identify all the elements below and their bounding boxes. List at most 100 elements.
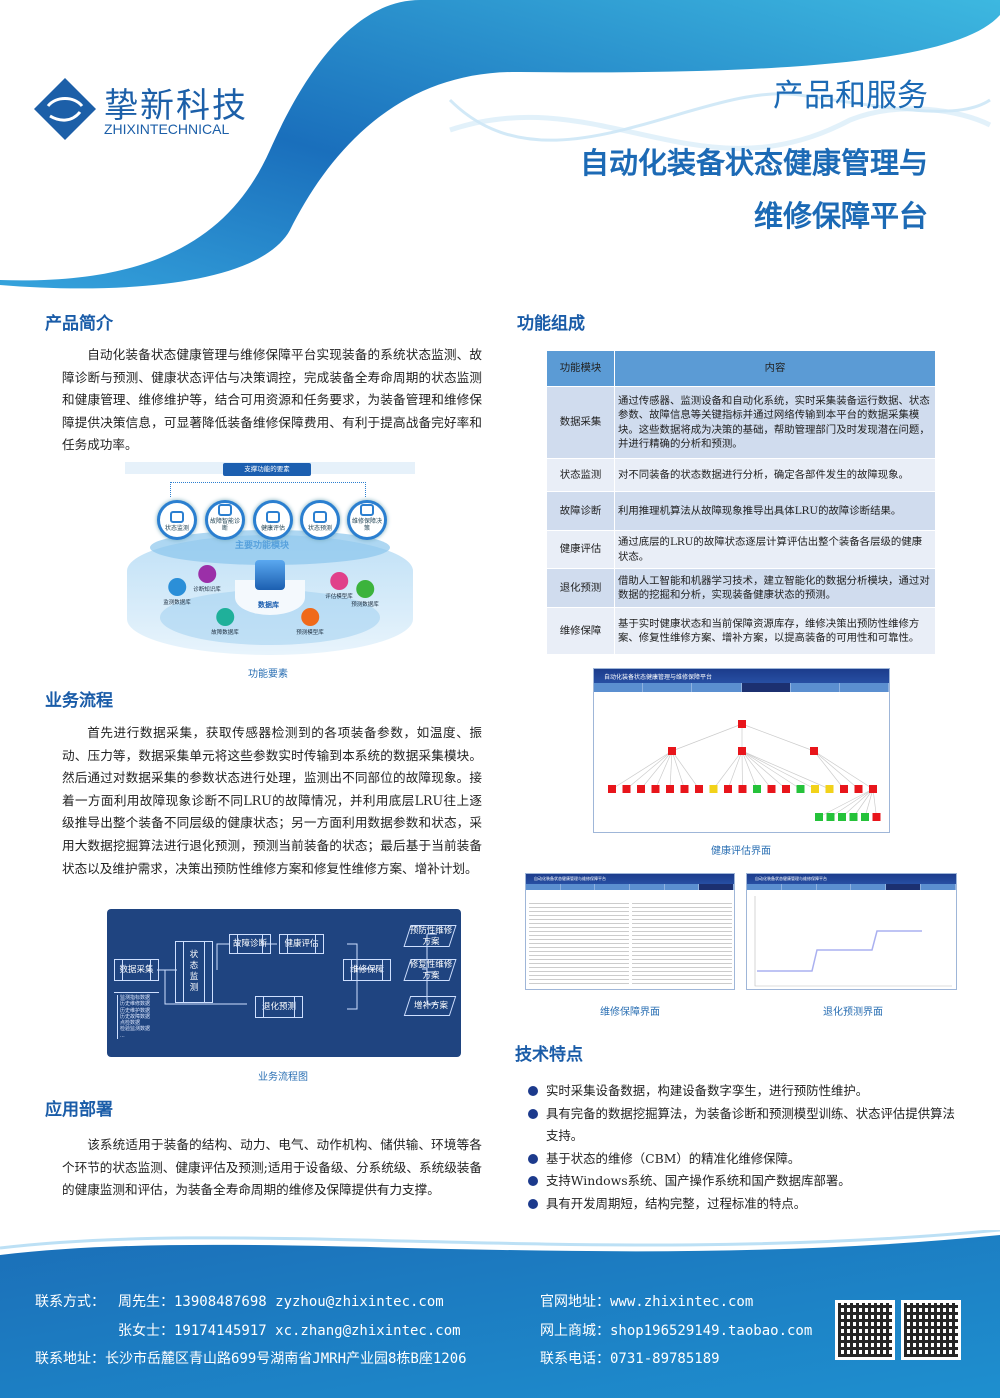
database-item: 评估模型库 (325, 572, 353, 600)
database-icon (355, 580, 374, 598)
database-center-label: 数据库 (258, 601, 279, 609)
database-icon (329, 572, 348, 590)
tech-item: 实时采集设备数据，构建设备数字孪生，进行预防性维护。 (528, 1080, 960, 1103)
module-icon (360, 504, 374, 516)
database-label: 监测数据库 (163, 600, 191, 606)
tree-edge (741, 750, 816, 790)
tree-node-red[interactable] (840, 785, 848, 793)
cell-content: 基于实时健康状态和当前保障资源库存，维修决策出预防性维修方案、修复性维修方案、增… (614, 607, 936, 655)
tree-node-yellow[interactable] (825, 785, 834, 793)
source-item: 历史维护数据 (120, 1007, 151, 1014)
health-assessment-screenshot: 自动化装备状态健康管理与维修保障平台 (593, 668, 890, 833)
database-item: 预测模型库 (296, 608, 324, 636)
source-item: 检验监测数据 (120, 1026, 151, 1033)
tree-node-red[interactable] (854, 785, 863, 793)
tree-node-green[interactable] (861, 813, 869, 821)
tech-list: 实时采集设备数据，构建设备数字孪生，进行预防性维护。 具有完备的数据挖掘算法，为… (528, 1080, 960, 1216)
flow-collect: 数据采集 (114, 959, 159, 981)
tree-node-red[interactable] (869, 785, 877, 793)
flow-assess: 健康评估 (279, 934, 324, 954)
tree-edge (671, 750, 700, 790)
cell-module: 维修保障 (546, 607, 615, 655)
module-label: 健康评估 (260, 525, 285, 532)
source-item: 点检数据 (120, 1020, 141, 1027)
tree-node-red[interactable] (738, 747, 746, 755)
feature-diagram-caption: 功能要素 (248, 669, 288, 680)
maintenance-screenshot: 自动化装备状态健康管理与维修保障平台 (525, 873, 735, 990)
tree-edge (741, 750, 743, 790)
tree-node-green[interactable] (815, 813, 823, 821)
tree-node-red[interactable] (651, 785, 660, 793)
tree-node-red[interactable] (738, 720, 746, 728)
footer-background (0, 1230, 1000, 1398)
address: 联系地址：长沙市岳麓区青山路699号湖南省JMRH产业园8栋B座1206 (35, 1351, 467, 1367)
table-row: 数据采集通过传感器、监测设备和自动化系统，实时采集装备运行数据、状态参数、故障信… (546, 386, 936, 459)
tree-node-red[interactable] (695, 785, 703, 793)
tree-node-red[interactable] (608, 785, 616, 793)
database-label: 预测数据库 (351, 602, 379, 608)
shop-link[interactable]: 网上商城：shop196529149.taobao.com (540, 1323, 813, 1339)
module-icon (170, 511, 184, 523)
degradation-screenshot: 自动化装备状态健康管理与维修保障平台 (746, 873, 957, 990)
contact-zhou: 周先生：13908487698 zyzhou@zhixintec.com (118, 1294, 444, 1310)
tree-node-red[interactable] (767, 785, 776, 793)
tree-node-red[interactable] (872, 813, 881, 821)
table-row: 维修保障基于实时健康状态和当前保障资源库存，维修决策出预防性维修方案、修复性维修… (546, 607, 936, 655)
flow-diagnose: 故障诊断 (229, 934, 271, 954)
tree-edge (818, 788, 874, 818)
page-title-line1: 自动化装备状态健康管理与 (579, 146, 928, 180)
website-link[interactable]: 官网地址：www.zhixintec.com (540, 1294, 754, 1310)
cell-module: 状态监测 (546, 458, 615, 492)
tree-node-yellow[interactable] (709, 785, 718, 793)
tree-node-yellow[interactable] (811, 785, 819, 793)
database-label: 预测模型库 (296, 630, 324, 636)
tech-item: 具有开发周期短，结构完整，过程标准的特点。 (528, 1193, 960, 1216)
tree-edge (640, 750, 673, 790)
tree-node-green[interactable] (838, 813, 846, 821)
logo-text: 挚新科技 (104, 86, 248, 126)
tree-node-red[interactable] (668, 747, 676, 755)
cell-module: 退化预测 (546, 568, 615, 608)
flow-monitor: 状态监测 (175, 941, 213, 1003)
feature-diagram: 支撑功能的要素 主要功能模块 数据库 状态监测故障智能诊断健康评估状态预测维修保… (125, 460, 415, 660)
tree-node-red[interactable] (666, 785, 674, 793)
qr-code-shop[interactable] (901, 1300, 961, 1360)
tree-node-red[interactable] (810, 747, 818, 755)
qr-code-website[interactable] (835, 1300, 895, 1360)
cell-module: 数据采集 (546, 386, 615, 459)
tree-edge (713, 750, 743, 790)
tree-node-red[interactable] (738, 785, 747, 793)
page-title-line2: 维修保障平台 (753, 199, 928, 233)
tree-node-red[interactable] (637, 785, 645, 793)
tree-node-green[interactable] (796, 785, 805, 793)
module-label: 状态监测 (164, 525, 189, 532)
tree-edge (813, 750, 845, 790)
intro-heading: 产品简介 (45, 314, 113, 334)
flow-out-corrective: 修复性维修方案 (409, 960, 453, 981)
health-caption: 健康评估界面 (711, 846, 771, 857)
database-item: 预测数据库 (351, 580, 379, 608)
tree-node-green[interactable] (826, 813, 835, 821)
tree-edge (671, 723, 743, 752)
intro-text: 自动化装备状态健康管理与维修保障平台实现装备的系统状态监测、故障诊断与预测、健康… (62, 347, 482, 453)
database-icon (167, 578, 186, 596)
database-icon (197, 565, 216, 583)
cell-content: 利用推理机算法从故障现象推导出具体LRU的故障诊断结果。 (614, 491, 936, 531)
tree-edge (830, 788, 874, 818)
tagline: 产品和服务 (773, 78, 928, 114)
contact-label: 联系方式： (35, 1294, 105, 1310)
tree-node-red[interactable] (724, 785, 732, 793)
tree-node-green[interactable] (753, 785, 761, 793)
tree-node-red[interactable] (622, 785, 631, 793)
database-label: 故障数据库 (211, 630, 239, 636)
module-circle: 维修保障决策 (347, 500, 387, 540)
tree-node-green[interactable] (849, 813, 858, 821)
tree-edge (813, 750, 859, 790)
tree-edge (853, 788, 874, 818)
logo-subtitle: ZHIXINTECHNICAL (104, 121, 230, 137)
tree-node-red[interactable] (680, 785, 689, 793)
cell-content: 对不同装备的状态数据进行分析，确定各部件发生的故障现象。 (614, 458, 936, 492)
tree-node-red[interactable] (782, 785, 790, 793)
tree-edge (741, 723, 815, 752)
process-heading: 业务流程 (45, 691, 113, 711)
